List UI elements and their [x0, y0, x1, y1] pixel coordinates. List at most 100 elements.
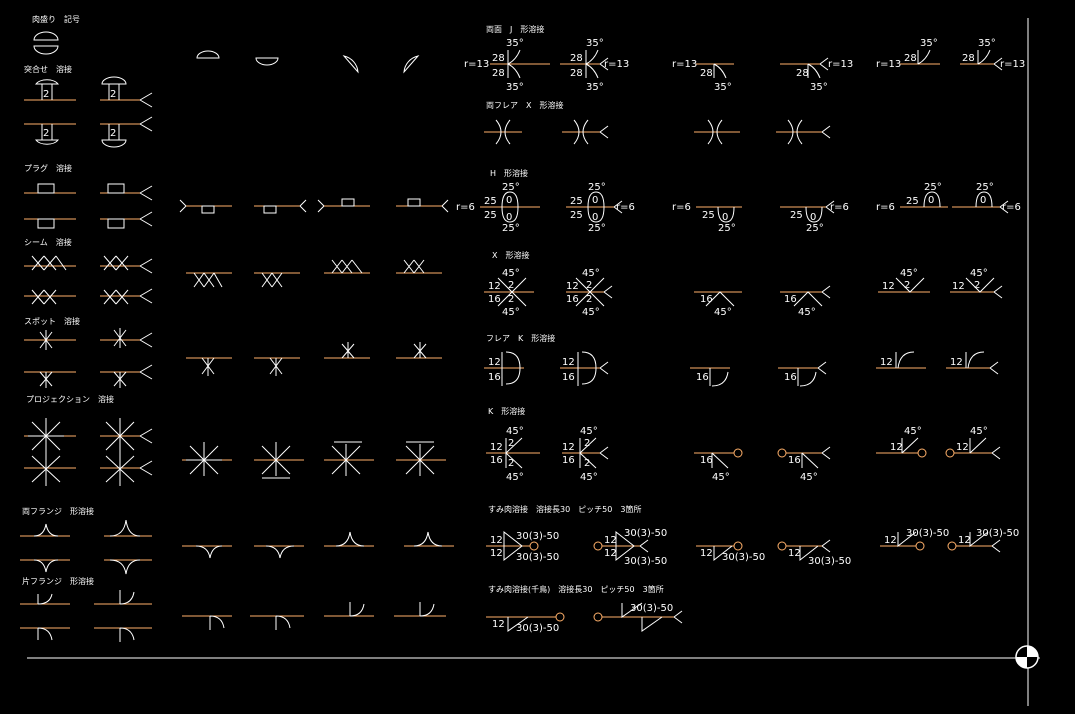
spot-weld-symbols	[24, 328, 153, 388]
svg-text:2: 2	[586, 280, 592, 291]
svg-text:30(3)-50: 30(3)-50	[516, 552, 559, 563]
svg-text:45°: 45°	[502, 268, 520, 279]
double-flange-symbols	[20, 519, 152, 575]
k-weld-row: 12 16 45° 45° 2 2 12 16 45° 45° 2 2 16 4…	[486, 426, 1001, 483]
svg-text:16: 16	[490, 455, 503, 466]
nikumori-symbol	[33, 31, 59, 55]
double-j-weld-row: r=13 28 28 35° 35° 28 28 35° 35° r=13 r=…	[464, 38, 1025, 93]
svg-text:2: 2	[508, 294, 514, 305]
svg-text:45°: 45°	[970, 426, 988, 437]
svg-text:45°: 45°	[798, 307, 816, 318]
plug-weld-row	[179, 198, 449, 214]
svg-text:30(3)-50: 30(3)-50	[624, 528, 667, 539]
svg-text:r=13: r=13	[464, 59, 489, 70]
svg-text:35°: 35°	[920, 38, 938, 49]
svg-text:0: 0	[928, 195, 934, 206]
svg-text:45°: 45°	[506, 472, 524, 483]
svg-text:25: 25	[484, 196, 497, 207]
svg-text:12: 12	[950, 357, 963, 368]
svg-text:35°: 35°	[586, 82, 604, 93]
svg-text:16: 16	[700, 455, 713, 466]
svg-text:0: 0	[506, 212, 512, 223]
svg-text:30(3)-50: 30(3)-50	[808, 556, 851, 567]
svg-text:2: 2	[508, 280, 514, 291]
butt-gap-2: 2	[110, 89, 116, 100]
label-k-kei: K 形溶接	[488, 406, 525, 416]
svg-text:45°: 45°	[904, 426, 922, 437]
svg-text:2: 2	[974, 280, 980, 291]
svg-text:r=6: r=6	[830, 202, 849, 213]
single-flange-row	[182, 602, 446, 630]
svg-text:45°: 45°	[580, 472, 598, 483]
svg-text:16: 16	[784, 372, 797, 383]
origin-marker-icon[interactable]	[1015, 645, 1039, 669]
double-flange-row	[182, 531, 454, 559]
label-nikumori: 肉盛り 記号	[32, 14, 80, 24]
svg-text:30(3)-50: 30(3)-50	[516, 531, 559, 542]
svg-text:12: 12	[492, 619, 505, 630]
svg-text:2: 2	[904, 280, 910, 291]
label-x-kei: X 形溶接	[492, 250, 529, 260]
svg-text:r=6: r=6	[672, 202, 691, 213]
svg-text:r=13: r=13	[1000, 59, 1025, 70]
svg-text:16: 16	[562, 455, 575, 466]
svg-text:45°: 45°	[714, 307, 732, 318]
svg-text:12: 12	[956, 442, 969, 453]
svg-text:25: 25	[790, 210, 803, 221]
svg-text:r=6: r=6	[616, 202, 635, 213]
svg-text:45°: 45°	[502, 307, 520, 318]
svg-text:0: 0	[810, 212, 816, 223]
projection-weld-symbols	[24, 418, 153, 486]
label-ryoumen-j: 両面 J 形溶接	[486, 24, 544, 34]
svg-text:r=6: r=6	[1002, 202, 1021, 213]
label-ryou-flange: 両フランジ 形溶接	[22, 506, 94, 516]
svg-text:28: 28	[492, 68, 505, 79]
butt-gap-3: 2	[43, 128, 49, 139]
svg-text:25°: 25°	[502, 182, 520, 193]
svg-text:r=13: r=13	[672, 59, 697, 70]
svg-text:35°: 35°	[506, 82, 524, 93]
svg-text:12: 12	[884, 535, 897, 546]
svg-text:12: 12	[490, 548, 503, 559]
svg-text:2: 2	[508, 458, 514, 469]
svg-text:16: 16	[488, 372, 501, 383]
svg-text:16: 16	[784, 294, 797, 305]
svg-text:28: 28	[700, 68, 713, 79]
svg-text:16: 16	[562, 372, 575, 383]
svg-text:25°: 25°	[976, 182, 994, 193]
svg-text:45°: 45°	[900, 268, 918, 279]
svg-text:0: 0	[506, 195, 512, 206]
seam-weld-symbols	[24, 255, 153, 305]
staggered-fillet-weld-row: 12 30(3)-50 30(3)-50	[486, 602, 683, 634]
svg-text:25°: 25°	[924, 182, 942, 193]
butt-weld-symbols: 2 2 2 2	[24, 76, 153, 148]
svg-text:25°: 25°	[588, 223, 606, 234]
svg-text:16: 16	[696, 372, 709, 383]
label-h-kei: H 形溶接	[490, 168, 528, 178]
svg-text:30(3)-50: 30(3)-50	[516, 623, 559, 634]
single-flange-symbols	[20, 590, 152, 642]
svg-text:12: 12	[890, 442, 903, 453]
svg-text:25°: 25°	[502, 223, 520, 234]
svg-text:25°: 25°	[718, 223, 736, 234]
label-sumi-niku-chidori: すみ肉溶接(千鳥) 溶接長30 ピッチ50 3箇所	[488, 584, 664, 594]
svg-text:35°: 35°	[810, 82, 828, 93]
svg-text:45°: 45°	[582, 307, 600, 318]
svg-text:35°: 35°	[714, 82, 732, 93]
svg-text:25: 25	[570, 210, 583, 221]
svg-text:16: 16	[566, 294, 579, 305]
svg-text:30(3)-50: 30(3)-50	[722, 552, 765, 563]
seam-weld-row	[186, 259, 442, 288]
label-plug: プラグ 溶接	[24, 163, 72, 173]
svg-text:12: 12	[700, 548, 713, 559]
plug-weld-symbols	[24, 183, 153, 229]
svg-text:2: 2	[508, 438, 514, 449]
double-flare-x-row	[484, 119, 831, 145]
svg-text:12: 12	[958, 535, 971, 546]
svg-text:28: 28	[570, 53, 583, 64]
fillet-weld-row: 12 12 30(3)-50 30(3)-50 12 12 30(3)-50 3…	[486, 528, 1019, 567]
x-weld-row: 12 16 45° 45° 2 2 12 16 45° 45° 2 2 16 4…	[484, 268, 1003, 318]
svg-text:28: 28	[904, 53, 917, 64]
svg-text:25: 25	[906, 196, 919, 207]
